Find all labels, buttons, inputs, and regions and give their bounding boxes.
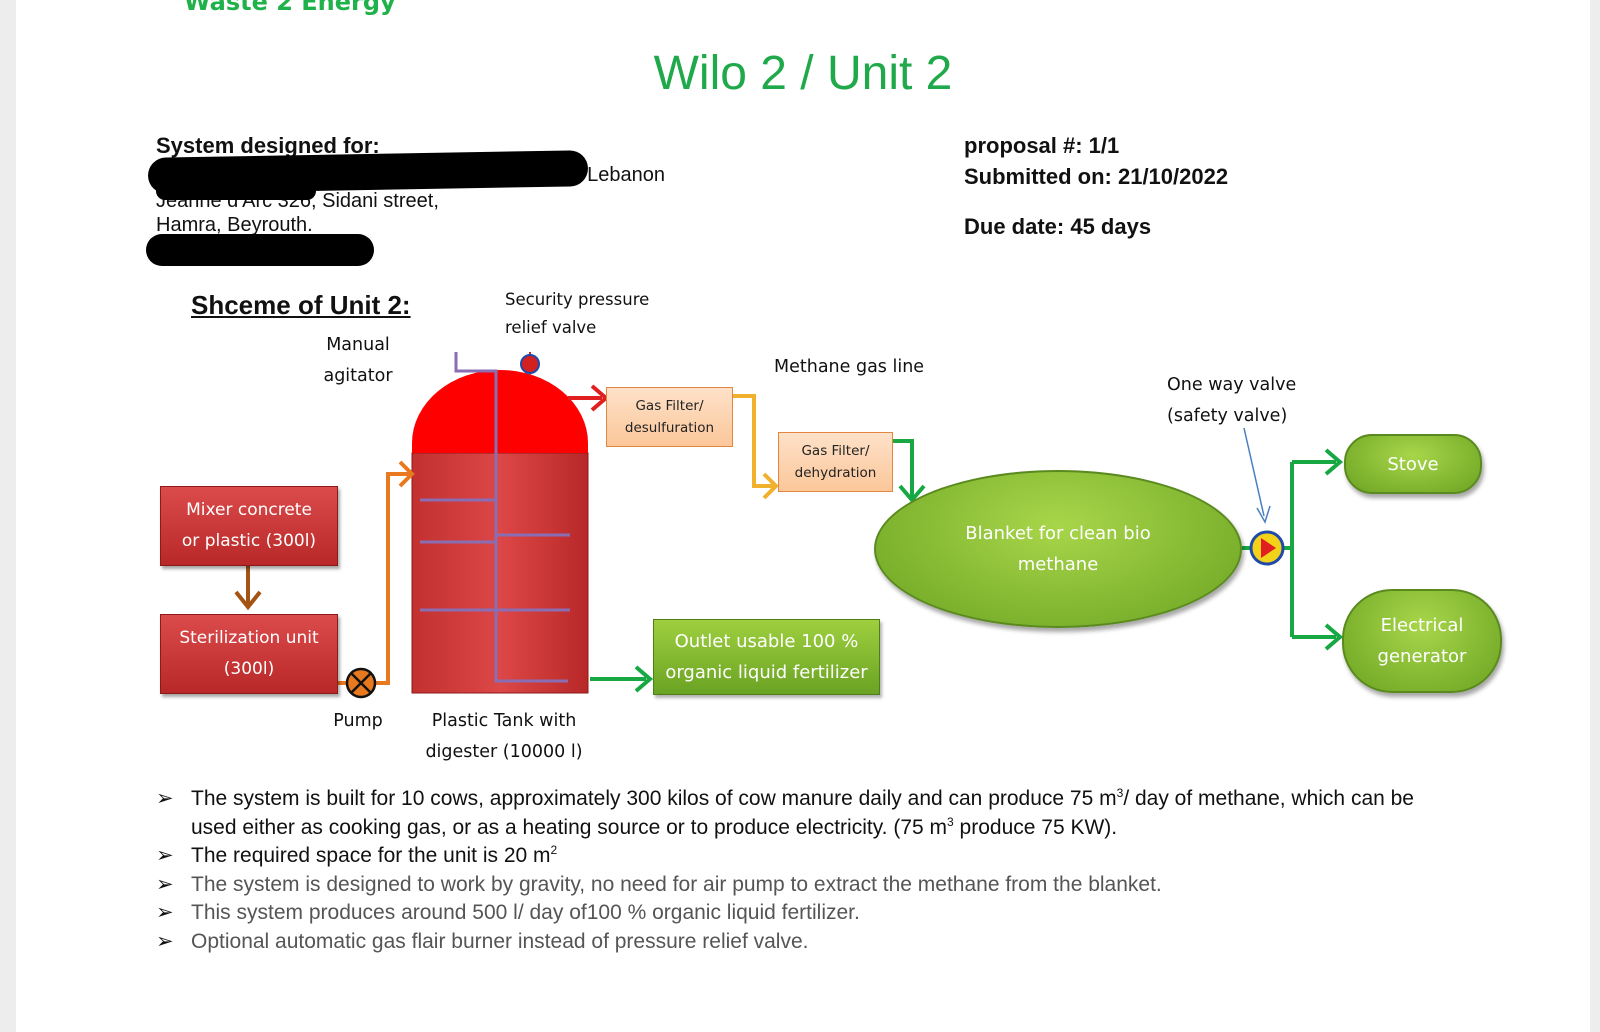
process-diagram [234,352,1344,699]
arrow-mixer-to-sterilization [234,565,262,611]
redaction-mark [146,234,374,266]
label-tank: Plastic Tank with digester (10000 l) [425,711,583,762]
gas-filter-desulfuration-box: Gas Filter/desulfuration [606,387,733,447]
brand-logo-text: Waste 2 Energy [184,0,396,16]
scheme-heading: Shceme of Unit 2: [191,290,411,320]
bullet-item: ➢ The system is built for 10 cows, appro… [156,785,1476,814]
bullet-arrow-icon: ➢ [156,844,174,867]
gas-filter-dehydration-box: Gas Filter/dehydration [778,432,893,492]
arrow-filter-to-filter [732,394,779,500]
proposal-number: proposal #: 1/1 [964,133,1120,158]
label-pump: Pump [333,711,383,731]
manual-agitator [420,352,570,683]
bullet-arrow-icon: ➢ [156,929,174,953]
stove-box: Stove [1344,434,1482,494]
sterilization-box: Sterilization unit(300l) [160,614,338,694]
label-one-way-valve: One way valve (safety valve) [1167,375,1297,426]
outlet-fertilizer-box: Outlet usable 100 %organic liquid fertil… [653,619,880,695]
bullet-list: ➢ The system is built for 10 cows, appro… [156,785,1476,956]
valve-callout [1243,427,1271,524]
bullet-arrow-icon: ➢ [156,901,174,924]
bullet-item: ➢ The system is designed to work by grav… [156,871,1476,900]
arrow-tank-to-outlet [590,665,654,693]
page-title: Wilo 2 / Unit 2 [653,47,953,100]
pump-icon [345,667,377,699]
bullet-item: ➢ Optional automatic gas flair burner in… [156,928,1476,957]
bullet-item: ➢ The required space for the unit is 20 … [156,842,1476,871]
security-valve-icon [520,352,540,376]
due-date: Due date: 45 days [964,214,1152,239]
label-methane-line: Methane gas line [774,357,925,377]
arrow-pump-to-tank [338,460,415,685]
bullet-arrow-icon: ➢ [156,872,174,896]
submitted-date: Submitted on: 21/10/2022 [964,164,1229,189]
client-city-line: Hamra, Beyrouth. [156,214,313,236]
arrow-filter-to-blanket [892,439,926,504]
redaction-mark [156,182,316,200]
digester-tank [411,370,589,694]
one-way-valve-icon [1249,530,1285,566]
label-security-valve: Security pressure relief valve [505,290,650,337]
bullet-item: ➢ This system produces around 500 l/ day… [156,899,1476,928]
document-page: Waste 2 Energy Wilo 2 / Unit 2 System de… [16,0,1590,1032]
bullet-item-continuation: used either as cooking gas, or as a heat… [191,814,1118,839]
bullet-arrow-icon: ➢ [156,787,174,810]
label-manual-agitator: Manual agitator [323,335,393,386]
